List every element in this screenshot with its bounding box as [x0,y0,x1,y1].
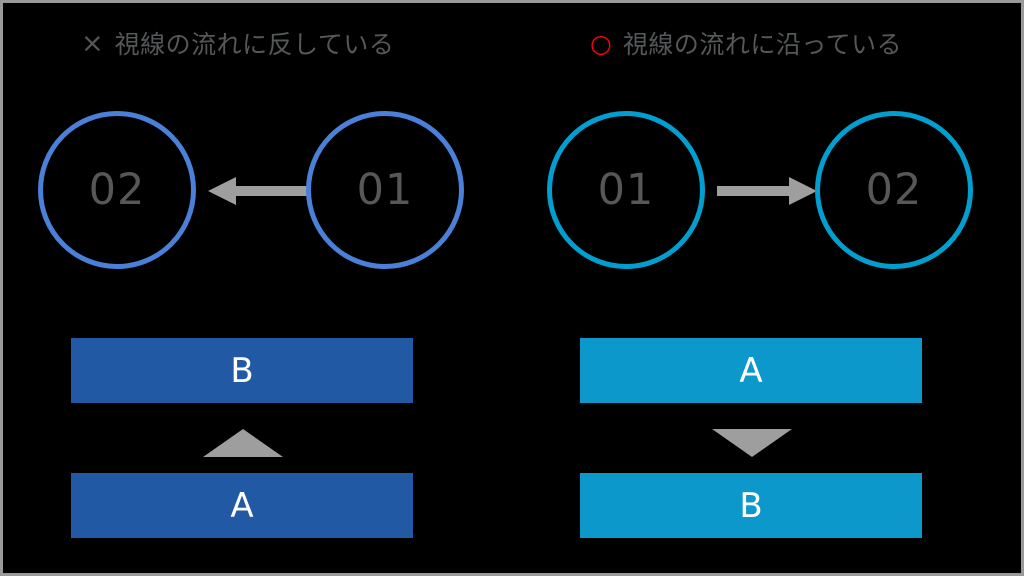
bad-bar-top-label: B [230,350,254,391]
bad-circle-second: 01 [306,111,464,269]
right-arrow-icon [717,177,817,205]
good-circle-second: 02 [815,111,973,269]
bad-circle-second-label: 01 [356,165,414,215]
panel-bad-example: × 視線の流れに反している 02 01 B A [3,3,512,573]
bad-circle-first-label: 02 [88,165,146,215]
good-circle-first: 01 [547,111,705,269]
cross-mark-icon: × [81,27,104,59]
up-triangle-icon [203,427,283,459]
panel-bad-header: × 視線の流れに反している [3,25,512,61]
panel-good-example: ○ 視線の流れに沿っている 01 02 A B [512,3,1021,573]
panel-bad-title: 視線の流れに反している [114,30,395,59]
good-bar-bottom: B [580,473,922,538]
good-bar-bottom-label: B [739,485,763,526]
bad-circle-row: 02 01 [3,111,512,281]
panel-good-title: 視線の流れに沿っている [622,30,903,59]
good-circle-second-label: 02 [865,165,923,215]
good-circle-first-label: 01 [597,165,655,215]
bad-bar-bottom: A [71,473,413,538]
good-bar-top: A [580,338,922,403]
bad-bar-bottom-label: A [230,485,254,526]
left-arrow-icon [208,177,308,205]
down-triangle-icon [712,427,792,459]
bad-circle-first: 02 [38,111,196,269]
good-circle-row: 01 02 [512,111,1021,281]
panel-good-header: ○ 視線の流れに沿っている [512,25,1021,61]
diagram-canvas: × 視線の流れに反している 02 01 B A [3,3,1021,573]
circle-mark-icon: ○ [590,28,612,58]
bad-bar-top: B [71,338,413,403]
good-bar-top-label: A [739,350,763,391]
